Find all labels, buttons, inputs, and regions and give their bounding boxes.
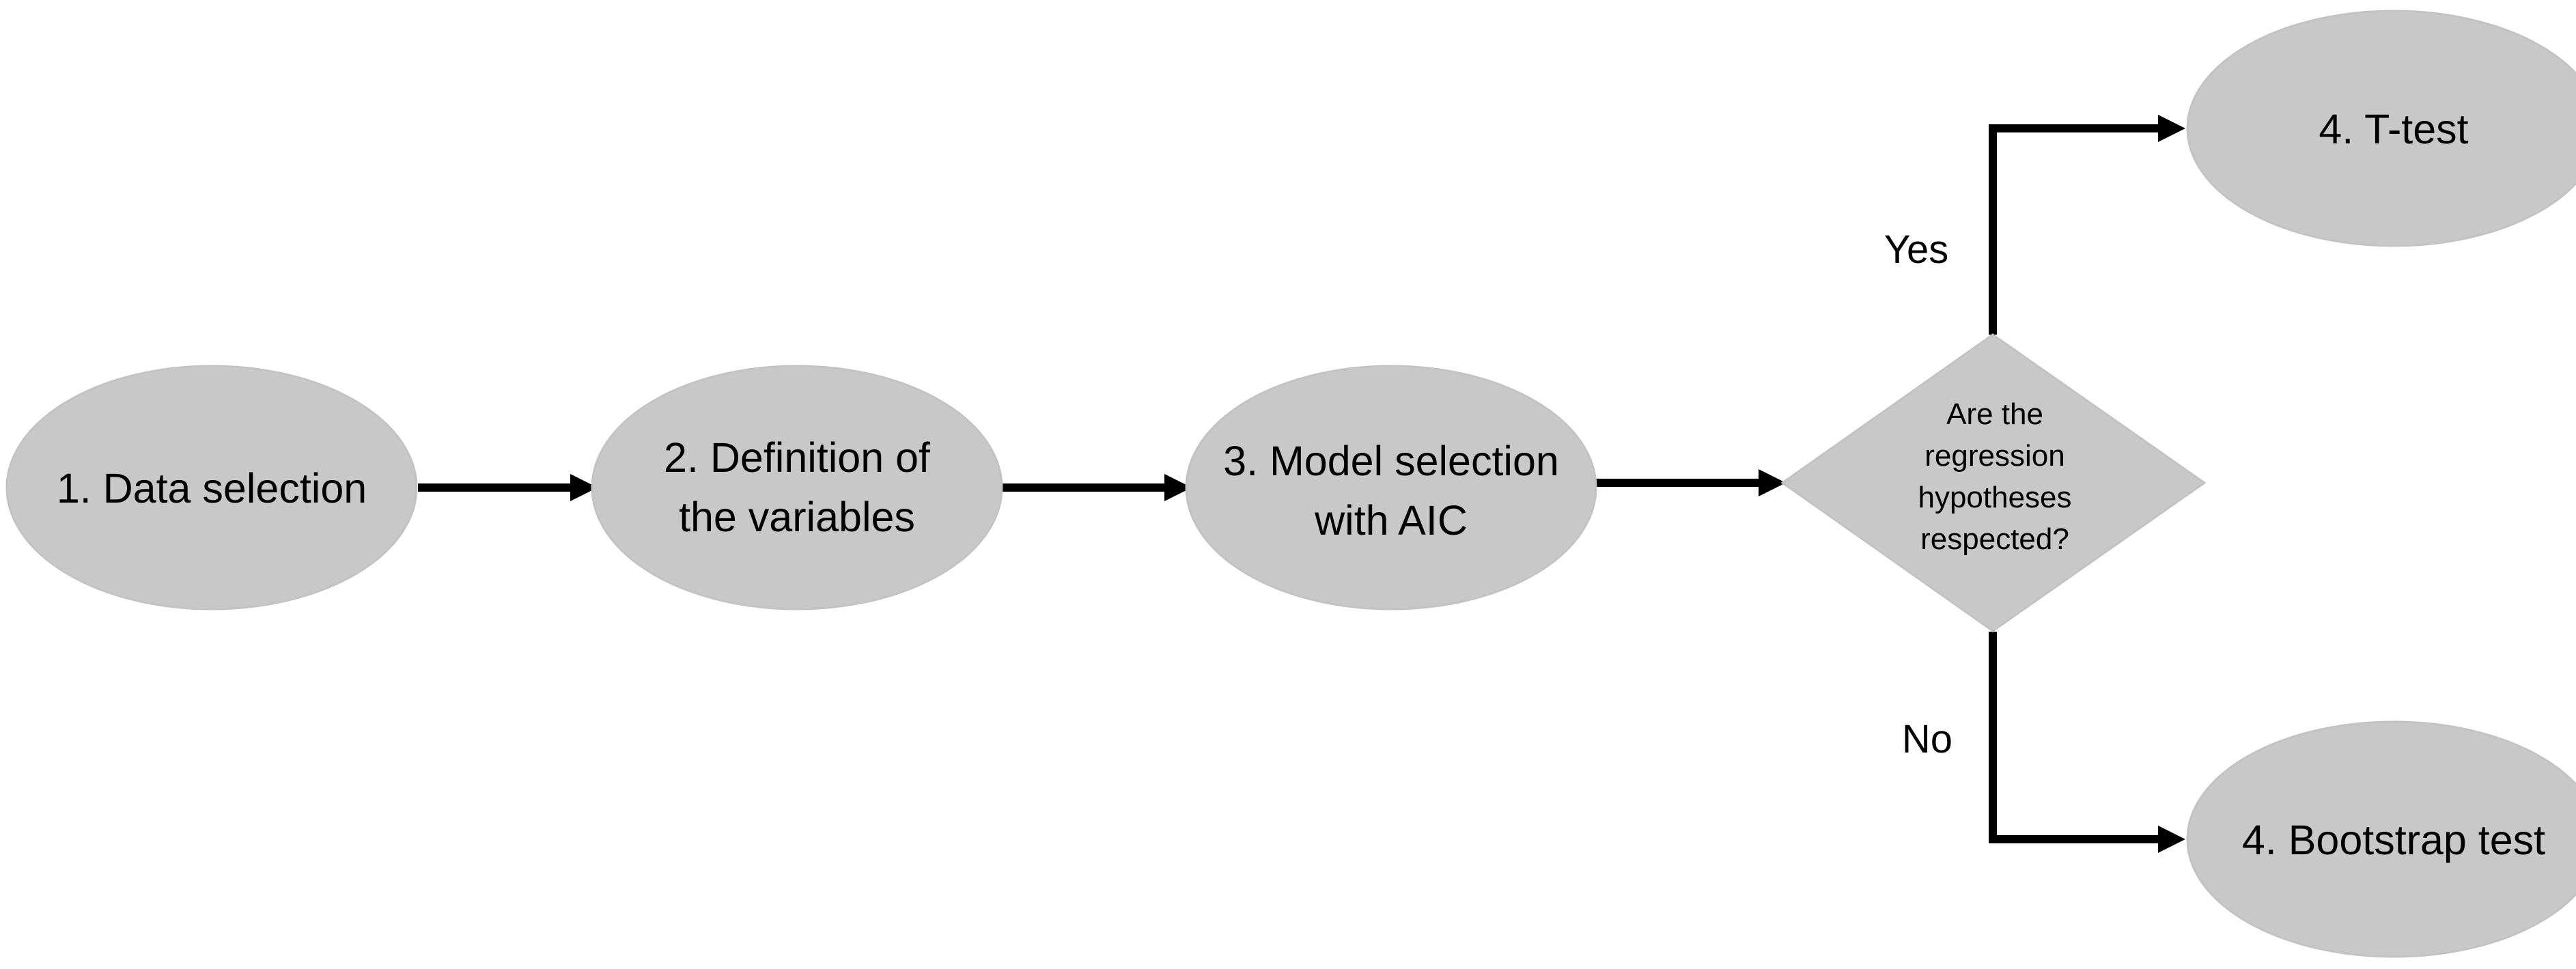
arrowhead-data-to-definition (570, 474, 598, 501)
arrow-decision-to-bootstrap (1989, 632, 2158, 843)
node-definition-variables: 2. Definition of the variables (591, 365, 1003, 610)
decision-line-2: regression (1924, 439, 2064, 473)
t-test-ellipse (2186, 10, 2576, 247)
arrowhead-decision-to-ttest (2158, 115, 2185, 142)
decision-line-3: hypotheses (1918, 481, 2071, 514)
definition-variables-line-1: 2. Definition of (664, 434, 931, 481)
model-selection-line-2: with AIC (1314, 497, 1468, 544)
node-t-test: 4. T-test (2186, 10, 2576, 247)
node-bootstrap-test: 4. Bootstrap test (2186, 720, 2576, 958)
arrow-decision-to-ttest (1989, 124, 2158, 335)
decision-line-4: respected? (1920, 522, 2069, 556)
node-decision: Are the regression hypotheses respected? (1780, 333, 2207, 632)
bootstrap-test-label: 4. Bootstrap test (2242, 817, 2545, 863)
arrowhead-model-to-decision (1759, 469, 1786, 496)
data-selection-label: 1. Data selection (57, 465, 367, 511)
data-selection-ellipse (5, 365, 418, 610)
definition-variables-line-2: the variables (679, 494, 915, 540)
decision-line-1: Are the (1946, 397, 2043, 431)
definition-variables-ellipse (591, 365, 1003, 610)
model-selection-line-1: 3. Model selection (1223, 438, 1559, 484)
connectors (418, 115, 2185, 853)
arrowhead-decision-to-bootstrap (2158, 826, 2185, 853)
node-data-selection: 1. Data selection (5, 365, 418, 610)
node-model-selection: 3. Model selection with AIC (1185, 365, 1597, 610)
model-selection-ellipse (1185, 365, 1597, 610)
arrowhead-definition-to-model (1164, 474, 1192, 501)
decision-diamond (1780, 333, 2207, 632)
yes-label: Yes (1884, 227, 1949, 272)
no-label: No (1902, 717, 1952, 761)
t-test-label: 4. T-test (2319, 106, 2468, 152)
bootstrap-test-ellipse (2186, 720, 2576, 958)
